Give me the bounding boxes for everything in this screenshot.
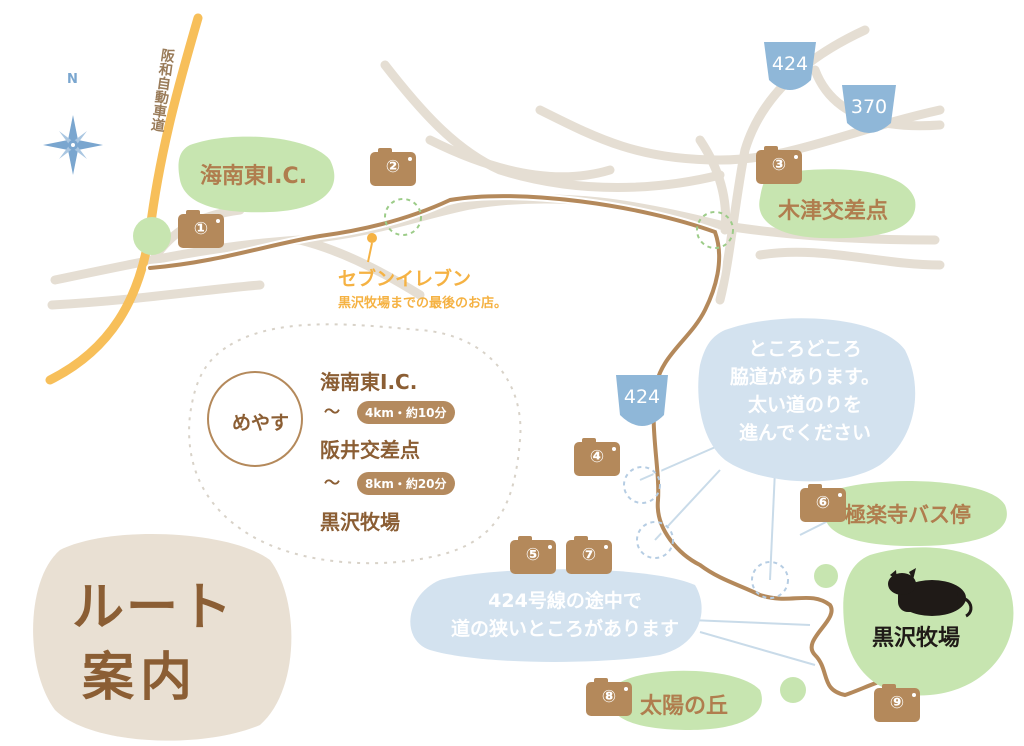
camera-icon [756,146,802,184]
camera-icons [178,146,920,722]
guide-label-ring [207,371,303,467]
side-roads-note-line: ところどころ [748,338,862,360]
camera-number: ④ [589,447,605,467]
side-roads-note: ところどころ 脇道があります。 太い道のりを 進んでください [710,335,900,447]
camera-number: ⑨ [889,693,905,713]
route-370-badge: 370 [850,96,888,118]
kizu-intersection-label: 木津交差点 [778,199,889,224]
ranch-label: 黒沢牧場 [872,626,961,651]
camera-number: ② [385,157,401,177]
title-line-1: ルート [72,578,235,638]
camera-icon [586,678,632,716]
title-blob [33,533,292,741]
side-roads-note-line: 進んでください [738,422,872,444]
camera-icon [566,536,612,574]
guide-tilde-1: 〜 [324,402,341,421]
compass-north-label: N [67,72,78,87]
camera-number: ⑤ [525,545,541,565]
compass-icon [43,115,103,175]
guide-leg-1: 4km・約10分 [357,401,455,424]
green-bubbles [133,136,1014,730]
guide-leg-2: 8km・約20分 [357,472,455,495]
camera-icon [574,438,620,476]
bus-stop-label: 極楽寺バス停 [845,503,971,527]
store-marker [367,233,377,243]
guide-label: めやす [232,412,290,434]
guide-stop-3: 黒沢牧場 [320,510,400,534]
side-roads-note-line: 脇道があります。 [729,366,881,388]
camera-number: ① [193,219,209,239]
narrow-road-note-line: 道の狭いところがあります [450,618,679,640]
camera-icon [370,148,416,186]
camera-icon [874,684,920,722]
guide-tilde-2: 〜 [324,473,341,492]
checkpoints-blue [623,466,789,599]
camera-icon [510,536,556,574]
narrow-road-note-line: 424号線の途中で [488,590,642,612]
camera-icon [178,210,224,248]
guide-stop-2: 阪井交差点 [320,438,420,462]
side-roads-note-line: 太い道のりを [747,394,862,416]
title-line-2: 案内 [82,648,199,708]
blue-bubbles [410,318,916,662]
cow-icon [888,568,973,618]
store-pointer [367,242,373,263]
route-badge-shapes [616,42,896,426]
narrow-road-note: 424号線の途中で 道の狭いところがあります [420,587,710,643]
store-note: 黒沢牧場までの最後のお店。 [338,296,508,311]
route-424-north-badge: 424 [771,53,809,75]
guide-stop-1: 海南東I.C. [320,370,418,394]
camera-number: ⑧ [601,687,617,707]
hill-label: 太陽の丘 [640,694,729,719]
camera-number: ⑦ [581,545,597,565]
checkpoints-green [384,198,734,249]
camera-icon [800,484,846,522]
camera-number: ⑥ [815,493,831,513]
camera-number: ③ [771,155,787,175]
store-name: セブンイレブン [338,268,472,290]
interchange-label: 海南東I.C. [200,164,308,189]
route-424-south-badge: 424 [623,386,661,408]
